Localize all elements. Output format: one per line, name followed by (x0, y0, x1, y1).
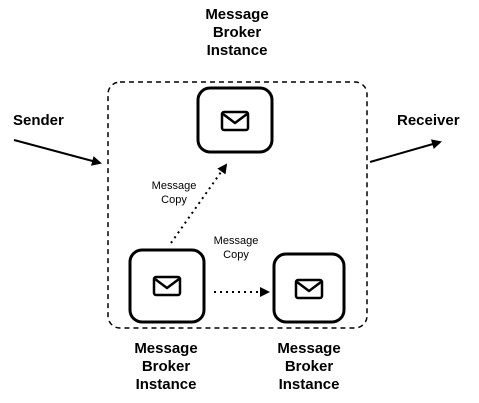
edge-label-line: Message (151, 180, 197, 192)
broker-label-line: Message (277, 340, 341, 357)
sender-label: Sender (13, 112, 64, 129)
receiver-label: Receiver (397, 112, 460, 129)
broker-node-bottom-left (128, 248, 206, 324)
broker-label-line: Broker (284, 358, 334, 375)
broker-node-top (196, 86, 274, 154)
edge-label-line: Copy (161, 194, 187, 206)
broker-label-line: Instance (135, 376, 197, 393)
broker-node-bottom-right (272, 252, 346, 324)
broker-label-line: Message (205, 6, 269, 23)
edge-label-copy-to-top: Message Copy (139, 179, 209, 207)
envelope-icon (152, 275, 182, 297)
broker-label-line: Message (134, 340, 198, 357)
copy-edge-to-top (170, 163, 228, 244)
broker-label-top: Message Broker Instance (187, 6, 287, 60)
broker-label-line: Broker (141, 358, 191, 375)
envelope-icon (220, 110, 250, 132)
sender-arrow (13, 139, 102, 166)
broker-label-line: Instance (206, 42, 268, 59)
edge-label-line: Message (213, 235, 259, 247)
broker-cluster-boundary (107, 81, 368, 329)
broker-label-line: Instance (278, 376, 340, 393)
broker-label-bottom-right: Message Broker Instance (259, 340, 359, 394)
broker-label-bottom-left: Message Broker Instance (116, 340, 216, 394)
envelope-icon (294, 278, 324, 300)
receiver-arrow (369, 139, 442, 163)
edge-label-copy-to-right: Message Copy (201, 234, 271, 262)
edge-label-line: Copy (223, 249, 249, 261)
broker-label-line: Broker (212, 24, 262, 41)
